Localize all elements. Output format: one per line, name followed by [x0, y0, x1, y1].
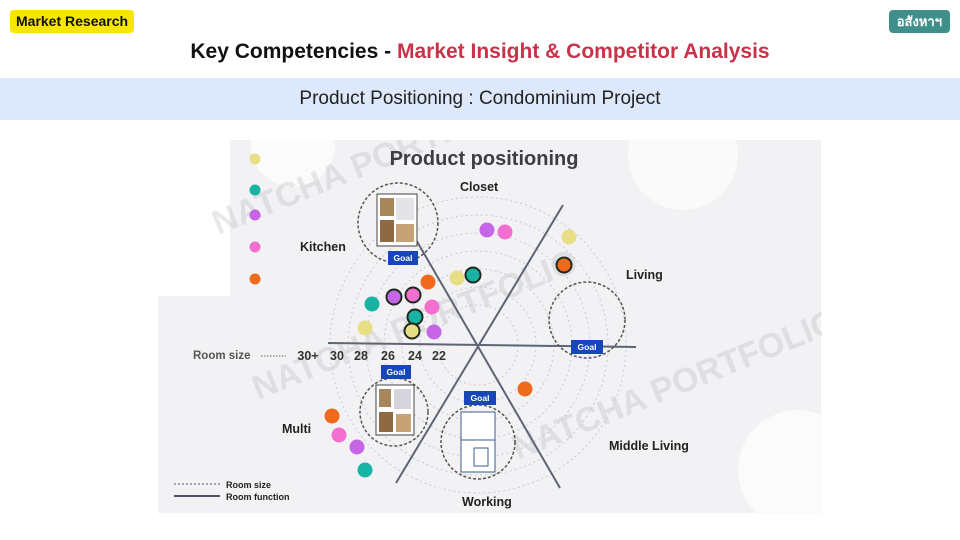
competitor-dots: [324, 222, 577, 478]
goal-badges: Goal Goal Goal Goal: [381, 251, 603, 405]
competitor-dot: [404, 286, 422, 304]
subtitle-bar: Product Positioning : Condominium Projec…: [0, 78, 960, 120]
title-accent: Market Insight & Competitor Analysis: [396, 40, 770, 63]
legend-room-size: Room size: [226, 480, 271, 490]
page-title: Key Competencies - Market Insight & Comp…: [0, 40, 960, 64]
segment-working: Working: [462, 495, 512, 509]
room-size-tick: 28: [354, 349, 368, 363]
competitor-dot: [449, 270, 465, 286]
goal-label: Goal: [471, 393, 490, 403]
competitor-dot: [357, 462, 373, 478]
competitor-dot: [406, 308, 424, 326]
goal-badge: [388, 251, 418, 265]
competitor-dot: [464, 266, 482, 284]
segment-closet: Closet: [460, 180, 499, 194]
competitor-dot: [364, 296, 380, 312]
competitor-dot: [385, 288, 403, 306]
competitor-dot: [420, 274, 436, 290]
line-legend: Room size Room function: [174, 480, 290, 502]
segment-living: Living: [626, 268, 663, 282]
goal-badge: [381, 365, 411, 379]
competitor-dot: [479, 222, 495, 238]
goal-label: Goal: [394, 253, 413, 263]
competitor-dot: [349, 439, 365, 455]
competitor-dot: [497, 224, 513, 240]
room-size-ticks: 30+ 30 28 26 24 22: [297, 349, 446, 363]
segment-middle-living: Middle Living: [609, 439, 689, 453]
goal-label: Goal: [387, 367, 406, 377]
plan-living: [548, 281, 626, 359]
industry-tag: อสังหาฯ: [888, 10, 950, 33]
title-main: Key Competencies -: [190, 40, 397, 63]
room-size-tick: 22: [432, 349, 446, 363]
legend-room-function: Room function: [226, 492, 290, 502]
plan-working: [440, 404, 516, 480]
competitor-dot: [517, 381, 533, 397]
goal-badge: [571, 340, 603, 354]
segment-kitchen: Kitchen: [300, 240, 346, 254]
competitor-dot: [561, 229, 577, 245]
competitor-dot: [424, 299, 440, 315]
room-size-tick: 30: [330, 349, 344, 363]
figure-title: Product positioning: [390, 148, 579, 170]
competitor-dot: [555, 256, 573, 274]
competitor-dot: [403, 322, 421, 340]
goal-badge: [464, 391, 496, 405]
competitor-dot: [331, 427, 347, 443]
room-size-tick: 26: [381, 349, 395, 363]
goal-label: Goal: [578, 342, 597, 352]
room-size-label: Room size: [193, 350, 251, 362]
segment-labels: Closet Kitchen Living Multi Middle Livin…: [282, 180, 689, 509]
plan-multi: [359, 377, 429, 447]
subtitle-text: Product Positioning : Condominium Projec…: [299, 88, 661, 109]
segment-multi: Multi: [282, 422, 311, 436]
category-tag: Market Research: [10, 10, 135, 33]
plan-closet: [357, 182, 439, 264]
color-legend-dots: [249, 153, 261, 285]
positioning-figure: NATCHA PORTFOLIO NATCHA PORTFOLIO NATCHA…: [158, 77, 858, 530]
competitor-dot: [324, 408, 340, 424]
positioning-diagram: NATCHA PORTFOLIO NATCHA PORTFOLIO NATCHA…: [158, 77, 858, 530]
room-size-tick: 30+: [297, 349, 318, 363]
competitor-dot: [357, 320, 373, 336]
room-size-tick: 24: [408, 349, 422, 363]
competitor-dot: [426, 324, 442, 340]
